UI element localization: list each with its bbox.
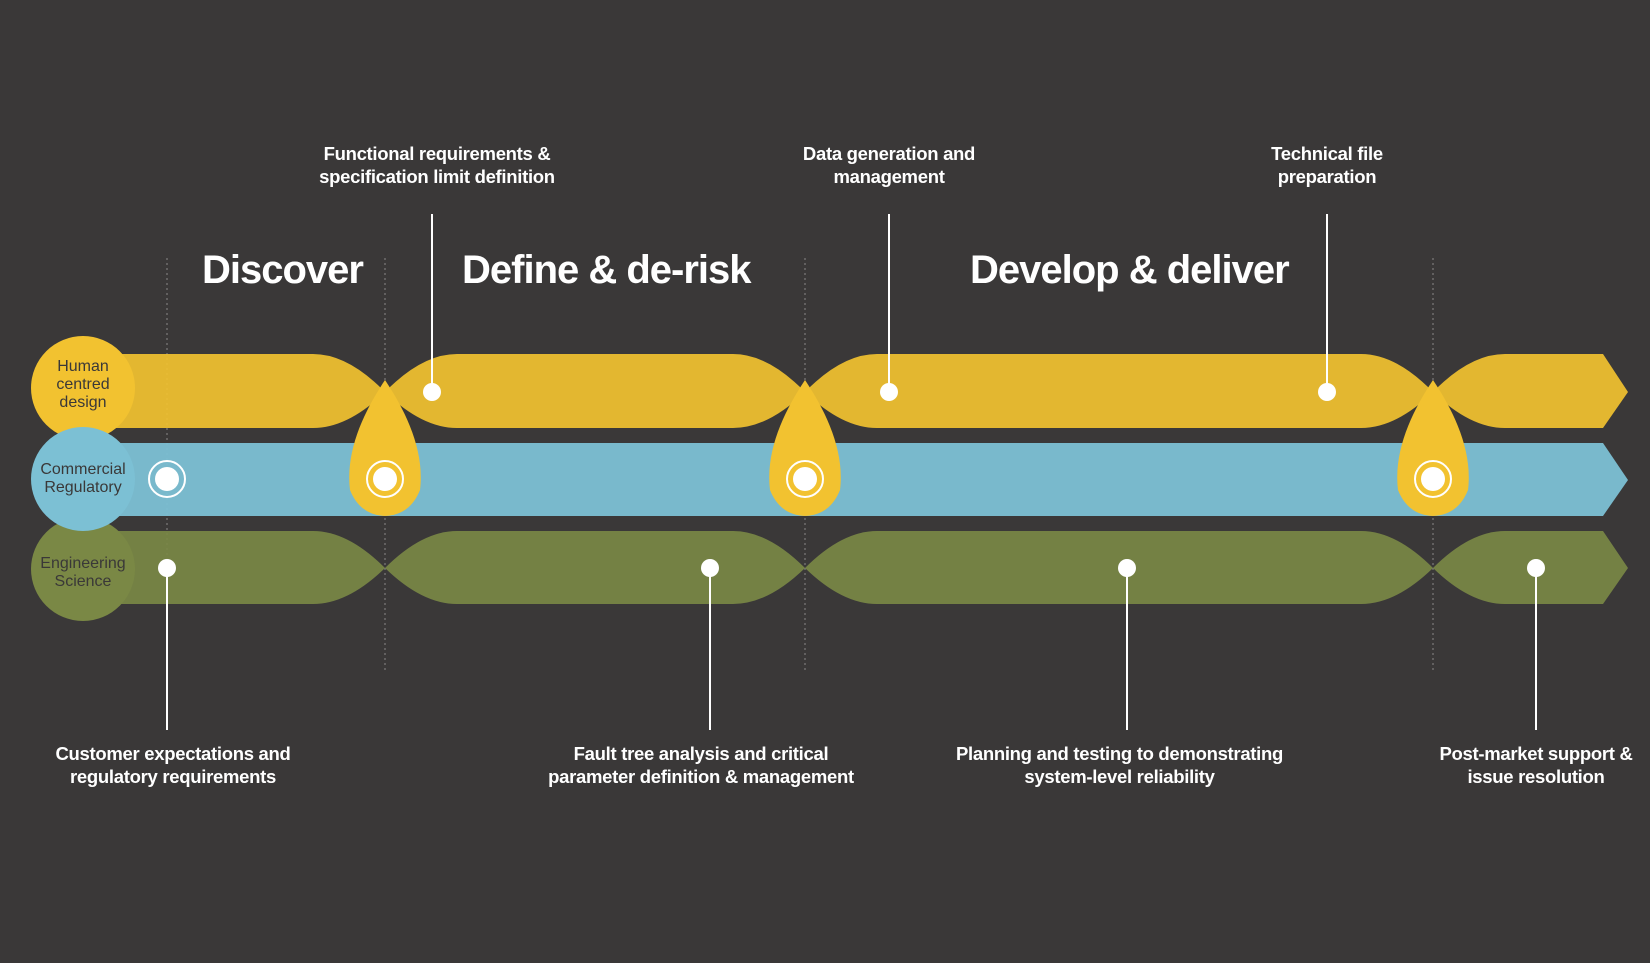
milestone-dot bbox=[423, 383, 441, 401]
callout-planning-testing: Planning and testing to demonstrating sy… bbox=[955, 743, 1284, 787]
phase-title-develop: Develop & deliver bbox=[970, 248, 1290, 292]
milestone-dot bbox=[158, 559, 176, 577]
callout-customer-expectations: Customer expectations and regulatory req… bbox=[55, 743, 291, 787]
lane-circle-engineering bbox=[31, 517, 135, 621]
gate-marker bbox=[1421, 467, 1445, 491]
gate-marker-ring bbox=[1414, 460, 1452, 498]
lane-label-engineering: Engineering Science bbox=[40, 555, 126, 590]
phase-title-discover: Discover bbox=[202, 248, 364, 292]
milestone-dot bbox=[1527, 559, 1545, 577]
milestone-dot bbox=[701, 559, 719, 577]
gate-marker-ring bbox=[786, 460, 824, 498]
gate-marker bbox=[793, 467, 817, 491]
lane-label-human: Human centred design bbox=[56, 358, 110, 411]
callout-data-generation: Data generation and management bbox=[802, 143, 976, 187]
gate-marker-ring bbox=[366, 460, 404, 498]
lane-label-commercial: Commercial Regulatory bbox=[40, 461, 126, 496]
milestone-dot bbox=[1318, 383, 1336, 401]
yellow-lane-segment bbox=[1433, 354, 1628, 428]
green-lane-segment bbox=[385, 531, 805, 604]
yellow-lane-segment bbox=[385, 354, 805, 428]
gate-marker bbox=[155, 467, 179, 491]
callout-fault-tree: Fault tree analysis and critical paramet… bbox=[548, 743, 854, 787]
yellow-lane-segment bbox=[100, 354, 385, 428]
milestone-dot bbox=[1118, 559, 1136, 577]
gate-marker-ring bbox=[148, 460, 186, 498]
callout-post-market: Post-market support & issue resolution bbox=[1439, 743, 1633, 787]
yellow-lane-segment bbox=[805, 354, 1433, 428]
lane-circle-human bbox=[31, 336, 135, 440]
callout-functional-requirements: Functional requirements & specification … bbox=[319, 143, 555, 187]
gate-marker bbox=[373, 467, 397, 491]
callout-technical-file: Technical file preparation bbox=[1271, 143, 1383, 187]
lane-circle-commercial bbox=[31, 427, 135, 531]
milestone-dot bbox=[880, 383, 898, 401]
phase-title-define: Define & de-risk bbox=[462, 248, 752, 292]
green-lane-segment bbox=[100, 531, 385, 604]
blue-lane bbox=[100, 443, 1628, 516]
